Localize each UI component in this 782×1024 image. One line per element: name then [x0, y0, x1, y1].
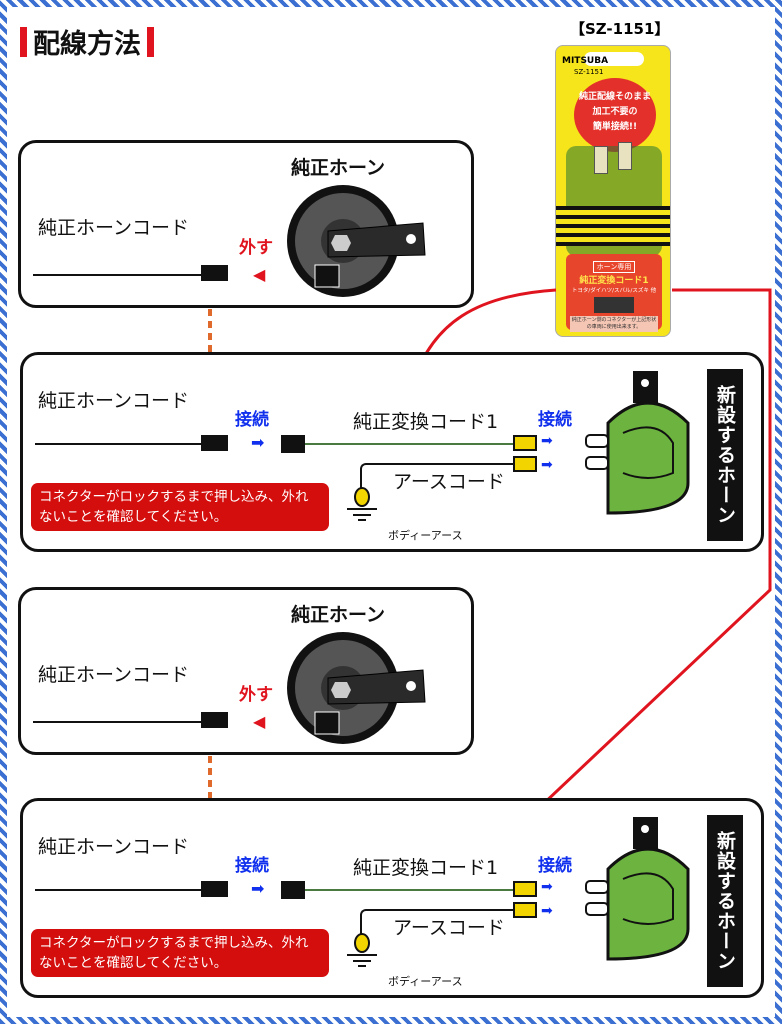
adapter-connector — [281, 435, 305, 453]
cord-label: 純正ホーンコード — [38, 390, 190, 412]
red-route-arrow — [496, 288, 772, 849]
badge: 純正配線そのまま 加工不要の 簡単接続!! — [574, 78, 656, 152]
connect-label: 接続 — [235, 856, 269, 876]
terminal-connector — [513, 902, 537, 918]
earth-label: アースコード — [393, 471, 505, 493]
callout-text: コネクターがロックするまで押し込み、外れないことを確認してください。 — [39, 489, 309, 525]
arrow-right-icon: ➡ — [251, 433, 265, 452]
ground-icon — [347, 933, 377, 967]
badge-line: 純正配線そのまま — [578, 92, 651, 102]
stock-horn-icon — [287, 632, 426, 744]
page-title: 配線方法 — [20, 22, 154, 61]
arrow-right-icon: ➡ — [541, 457, 553, 473]
remove-label: 外す — [239, 685, 273, 705]
horn-cord-connector — [201, 435, 228, 451]
arrow-right-icon: ➡ — [541, 903, 553, 919]
badge-line: 加工不要の — [592, 107, 638, 117]
new-horn-icon — [585, 817, 690, 961]
connect-horn-panel: 純正ホーンコード 接続 ➡ 純正変換コード1 接続 ➡ ➡ アースコード ボディ… — [20, 798, 764, 998]
remove-horn-panel: 純正ホーン 純正ホーンコード 外す ◀ — [18, 587, 474, 755]
new-horn-icon — [585, 371, 690, 515]
tag: ホーン専用 — [592, 261, 636, 273]
new-horn-label: 新設するホーン — [707, 369, 743, 541]
arrow-right-icon: ➡ — [541, 433, 553, 449]
arrow-left-icon: ◀ — [253, 712, 266, 731]
body-earth-label: ボディーアース — [388, 975, 463, 988]
earth-cord — [360, 909, 515, 939]
connect-label: 接続 — [538, 856, 572, 876]
horn-cord-connector — [201, 265, 228, 281]
note: 純正ホーン側のコネクターが上記形状の車両に使用出来ます。 — [570, 316, 658, 332]
cord-label: 純正ホーンコード — [38, 217, 190, 239]
stock-horn-icon — [287, 185, 426, 297]
remove-label: 外す — [239, 238, 273, 258]
makers: トヨタ/ダイハツ/スバル/スズキ 他 — [571, 288, 657, 294]
connect-label: 接続 — [235, 410, 269, 430]
horn-label: 純正ホーン — [291, 604, 386, 626]
earth-cord — [360, 463, 515, 493]
adapter-label: 純正変換コード1 — [353, 857, 499, 879]
brand: MITSUBA — [562, 56, 609, 66]
terminal-connector — [513, 435, 537, 451]
connect-horn-panel: 純正ホーンコード 接続 ➡ 純正変換コード1 接続 ➡ ➡ アースコード ボディ… — [20, 352, 764, 552]
product-package: MITSUBA SZ-1151 純正配線そのまま 加工不要の 簡単接続!! ホー… — [555, 45, 671, 337]
ground-icon — [347, 487, 377, 521]
horn-cord-connector — [201, 881, 228, 897]
callout: コネクターがロックするまで押し込み、外れないことを確認してください。 — [31, 483, 329, 531]
terminal-connector — [513, 456, 537, 472]
arrow-left-icon: ◀ — [253, 265, 266, 284]
arrow-right-icon: ➡ — [541, 879, 553, 895]
callout-text: コネクターがロックするまで押し込み、外れないことを確認してください。 — [39, 935, 309, 971]
package-label: 【SZ-1151】 — [570, 20, 670, 38]
earth-label: アースコード — [393, 917, 505, 939]
terminal-connector — [513, 881, 537, 897]
adapter-label: 純正変換コード1 — [353, 411, 499, 433]
arrow-right-icon: ➡ — [251, 879, 265, 898]
cord-label: 純正ホーンコード — [38, 664, 190, 686]
adapter-connector — [281, 881, 305, 899]
horn-label: 純正ホーン — [291, 157, 386, 179]
cord-label: 純正ホーンコード — [38, 836, 190, 858]
badge-line: 簡単接続!! — [592, 122, 638, 132]
model: SZ-1151 — [574, 68, 604, 76]
product-name: 純正変換コード1 — [579, 276, 649, 286]
body-earth-label: ボディーアース — [388, 529, 463, 542]
title-text: 配線方法 — [33, 29, 141, 60]
connect-label: 接続 — [538, 410, 572, 430]
remove-horn-panel: 純正ホーン 純正ホーンコード 外す ◀ — [18, 140, 474, 308]
callout: コネクターがロックするまで押し込み、外れないことを確認してください。 — [31, 929, 329, 977]
new-horn-label: 新設するホーン — [707, 815, 743, 987]
horn-cord-connector — [201, 712, 228, 728]
